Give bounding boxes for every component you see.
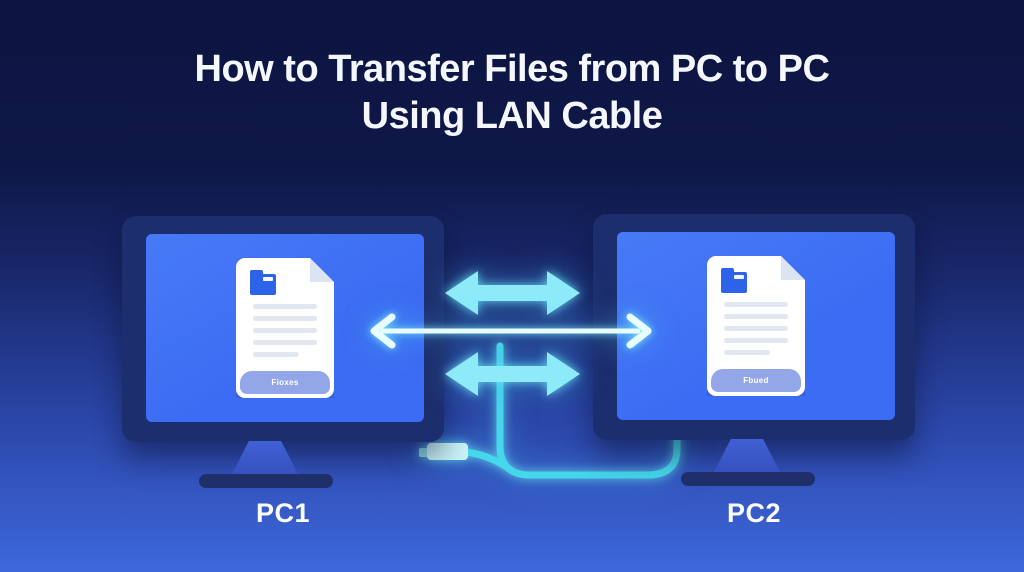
document-text-line [253, 304, 317, 309]
monitor-pc1-bezel: Fioxes [122, 216, 444, 442]
document-text-lines [724, 302, 788, 362]
folded-corner-icon [781, 256, 805, 280]
document-text-line [724, 302, 788, 307]
document-icon: Fbued [707, 256, 805, 396]
folder-icon [721, 272, 747, 293]
pc1-label: PC1 [255, 498, 311, 528]
document-text-line [253, 316, 317, 321]
double-arrow-icon [445, 352, 580, 396]
monitor-pc2-bezel: Fbued [593, 214, 915, 440]
monitor-stand-base [681, 472, 815, 486]
title-line-1: How to Transfer Files from PC to PC [194, 48, 830, 90]
monitor-pc1-screen: Fioxes [146, 234, 424, 422]
monitor-pc2-screen: Fbued [617, 232, 895, 420]
document-text-line [724, 338, 788, 343]
monitor-stand-base [199, 474, 333, 488]
monitor-pc1: Fioxes [122, 216, 444, 516]
document-text-line [253, 352, 299, 357]
double-arrow-icon [445, 271, 580, 315]
document-text-line [724, 326, 788, 331]
document-footer-label: Fbued [711, 369, 801, 392]
document-icon: Fioxes [236, 258, 334, 398]
document-footer-label: Fioxes [240, 371, 330, 394]
monitor-stand-neck [712, 439, 782, 476]
page-title: How to Transfer Files from PC to PC Usin… [0, 46, 1024, 140]
monitor-stand-neck [230, 441, 300, 478]
document-text-line [253, 328, 317, 333]
document-text-line [724, 350, 770, 355]
folder-icon [250, 274, 276, 295]
folded-corner-icon [310, 258, 334, 282]
title-line-2: Using LAN Cable [361, 95, 663, 137]
document-text-line [253, 340, 317, 345]
document-text-lines [253, 304, 317, 364]
document-text-line [724, 314, 788, 319]
monitor-pc2: Fbued [593, 214, 915, 514]
pc2-label: PC2 [726, 498, 782, 528]
